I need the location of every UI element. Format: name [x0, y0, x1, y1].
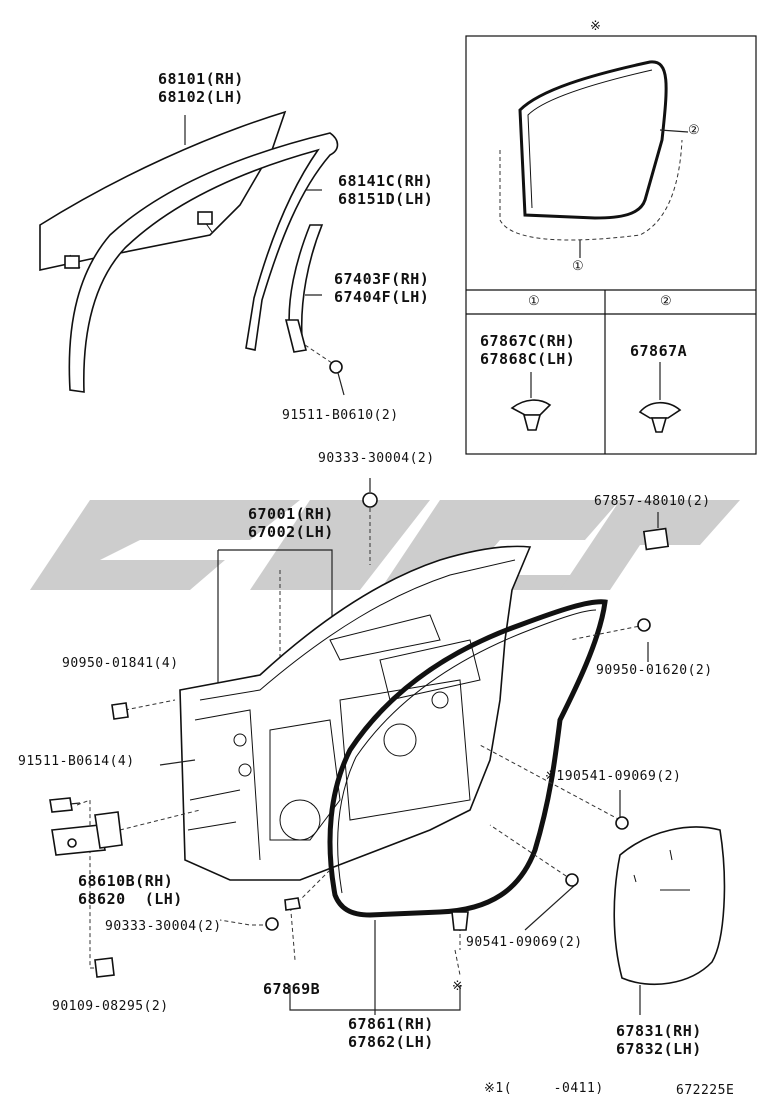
door-sash — [288, 224, 324, 340]
label-bolt-hinge: 91511-B0614(4) — [18, 754, 135, 769]
label-hinge: 68610B(RH) 68620 (LH) — [78, 872, 183, 908]
inset-star: ※ — [590, 19, 602, 34]
label-nut-left: 90950-01841(4) — [62, 656, 179, 671]
label-hinge-bolt: 90109-08295(2) — [52, 999, 169, 1014]
nut-left-icon — [111, 702, 129, 720]
label-clip-mark: ※190541-09069(2) — [545, 769, 682, 784]
inset-callout-1: ① — [572, 259, 585, 274]
label-cover: 67831(RH) 67832(LH) — [616, 1022, 702, 1058]
plug-bottom-icon — [265, 917, 279, 931]
hinge-icon — [51, 811, 123, 856]
door-glass — [39, 110, 287, 271]
nut-right-icon — [637, 618, 651, 632]
run-channel — [68, 132, 339, 393]
bottom-bolt-icon — [94, 957, 115, 978]
inset-callout-2: ② — [688, 123, 701, 138]
label-run-channel: 68141C(RH) 68151D(LH) — [338, 172, 434, 208]
inset-col2-header: ② — [660, 294, 673, 309]
weatherstrip-clip-icon — [451, 911, 469, 931]
figure-id: 672225E — [676, 1083, 735, 1098]
hinge-bolt-icon — [49, 797, 81, 813]
door-weatherstrip — [327, 599, 608, 918]
label-plug-top: 90333-30004(2) — [318, 451, 435, 466]
footer-note: ※1( -0411) — [484, 1081, 604, 1096]
label-clip-pad: 67857-48010(2) — [594, 494, 711, 509]
inset-col1-header: ① — [528, 294, 541, 309]
plug-top-icon — [362, 492, 378, 508]
inset-col1-part: 67867C(RH) 67868C(LH) — [480, 332, 576, 368]
clip-pad-icon — [642, 527, 670, 551]
label-plug-bottom: 90333-30004(2) — [105, 919, 222, 934]
label-glass: 68101(RH) 68102(LH) — [158, 70, 244, 106]
label-weatherstrip: 67861(RH) 67862(LH) — [348, 1015, 434, 1051]
label-door-panel: 67001(RH) 67002(LH) — [248, 505, 334, 541]
label-sash: 67403F(RH) 67404F(LH) — [334, 270, 430, 306]
footer-star: ※ — [452, 979, 464, 994]
label-screw-top: 91511-B0610(2) — [282, 408, 399, 423]
label-clip-bottom: 90541-09069(2) — [466, 935, 583, 950]
inset-col2-part: 67867A — [630, 342, 688, 360]
door-panel — [179, 545, 532, 881]
inset-box — [465, 35, 757, 455]
label-weatherstrip-clip: 67869B — [263, 980, 321, 998]
door-cover-icon — [613, 826, 726, 986]
label-nut-right: 90950-01620(2) — [596, 663, 713, 678]
